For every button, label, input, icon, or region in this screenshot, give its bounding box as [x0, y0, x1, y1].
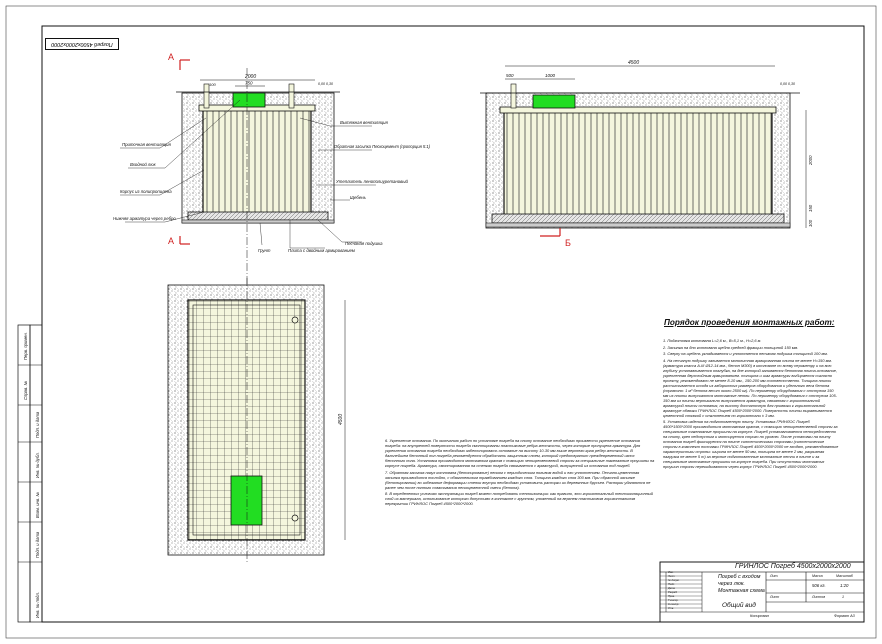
dim-1000: 1000: [545, 73, 556, 78]
strip-label: Подп. и дата: [35, 411, 40, 438]
plan-hatch: [230, 475, 263, 526]
view-name: Общий вид: [722, 602, 756, 609]
work-order-title: Порядок проведения монтажных работ:: [664, 318, 835, 327]
desc-line1: Погреб с входом: [718, 574, 761, 580]
cut-a-top: А: [168, 52, 174, 62]
dim-100: 100: [209, 82, 216, 87]
col-stage: Лит.: [770, 574, 779, 578]
left-title-strip: Перв. примен. Справ. № Подп. и дата Инв.…: [17, 324, 43, 623]
step-7: 7. Обратная засыпка пазух котлована (бет…: [385, 469, 651, 490]
label-backfill: Обратная засыпка Пескоцемент (пропорция …: [334, 144, 431, 149]
hatch-green-b: [532, 94, 576, 109]
section-a-drawing: 2000 750 100 0,00 0,30 А А Приточная вен…: [113, 52, 431, 295]
level-mark-b: 0,00 0,30: [780, 82, 795, 86]
label-body: Корпус из полипропилена: [120, 189, 172, 194]
dim-2000: 2000: [244, 74, 256, 80]
dim-b-2000: 2000: [808, 155, 813, 166]
col-mass: Масса: [812, 574, 823, 578]
strip-label: Взам. инв. №: [35, 492, 40, 518]
title-block: [659, 561, 865, 623]
level-mark: 0,00 0,30: [318, 82, 333, 86]
strip-label: Подп. и дата: [35, 531, 40, 558]
mass-value: 506 кг.: [812, 583, 826, 588]
sheet-label: Лист: [770, 595, 780, 599]
strip-label: Перв. примен.: [23, 332, 28, 360]
step-8: 8. В определенных условиях эксплуатации …: [385, 491, 653, 507]
sheets-value: 1: [842, 595, 844, 599]
scale-value: 1:20: [840, 583, 849, 588]
dim-500: 500: [506, 73, 514, 78]
hatch-green: [232, 92, 266, 108]
label-inlet-hatch: Входной люк: [130, 162, 157, 167]
step-5: 5. Установка изделия на подготовленную п…: [663, 419, 839, 470]
dim-4500: 4500: [628, 60, 639, 66]
work-order-steps-left: 6. Укрепление основания. По окончанию ра…: [385, 438, 655, 508]
section-b-drawing: 4500 500 1000 0,00 0,30 2000 150 100 Б: [480, 60, 813, 248]
label-gravel: Щебень: [350, 195, 367, 200]
label-insulation: Утеплитель пенополиуретановый: [336, 179, 409, 184]
step-3: 3. Сверху на щебень укладывается и уплот…: [663, 351, 828, 357]
format-label: Формат А3: [834, 614, 855, 618]
plan-dim-4500: 4500: [338, 414, 344, 425]
label-supply-vent: Приточная вентиляция: [122, 142, 172, 147]
cut-a-bottom: А: [168, 236, 174, 246]
label-slab: Плита с двойным армированием: [288, 248, 355, 253]
desc-line3: Монтажная схема: [718, 588, 765, 594]
strip-label: Инв. № дубл.: [35, 452, 40, 478]
label-anchor: Нижняя арматура через ребро: [113, 216, 176, 221]
work-order-steps-right: 1. Подготовка котлована L=2,6 м., В=5,1 …: [663, 338, 839, 471]
step-4: 4. На песчаную подушку заливается моноли…: [663, 357, 838, 418]
step-1: 1. Подготовка котлована L=2,6 м., В=5,1 …: [663, 338, 762, 343]
strip-label: Инв. № подл.: [35, 592, 40, 618]
cut-b: Б: [565, 238, 571, 248]
copied-label: Копировал: [750, 614, 769, 618]
desc-line2: через люк.: [718, 581, 745, 587]
step-6: 6. Укрепление основания. По окончанию ра…: [385, 438, 655, 468]
sheets-label: Листов: [812, 595, 826, 599]
col-scale: Масштаб: [836, 574, 853, 578]
label-ground: Грунт: [258, 248, 271, 253]
product-title: ГРИНЛОС Погреб 4500х2000х2000: [735, 563, 851, 570]
dim-b-100: 100: [808, 219, 813, 227]
plan-view: 4500: [167, 278, 346, 562]
label-sand: Песчаная подушка: [345, 241, 383, 246]
dim-750: 750: [245, 81, 253, 86]
dim-b-150: 150: [808, 204, 813, 212]
drawing-code-stamp: Погреб 4500х2000х2000: [45, 38, 119, 50]
strip-label: Справ. №: [23, 381, 28, 400]
step-2: 2. Засыпка на дно котлована щебня средне…: [663, 344, 799, 350]
label-exhaust: Вытяжная вентиляция: [340, 120, 388, 125]
